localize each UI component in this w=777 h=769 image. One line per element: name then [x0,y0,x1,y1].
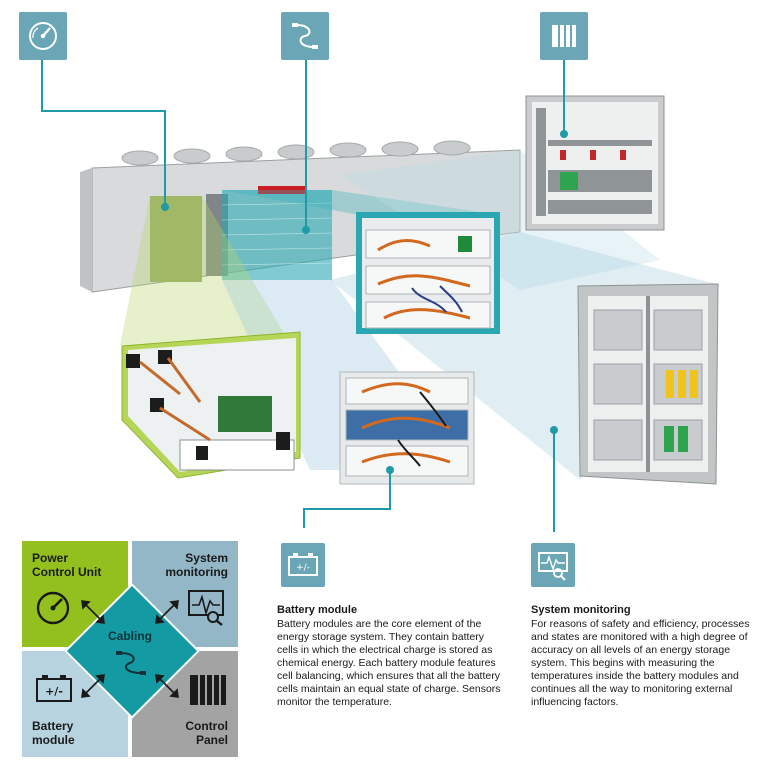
component-key: Power Control Unit System monitoring +/-… [22,541,238,757]
system-monitoring-title: System monitoring [531,604,631,616]
battery-leader-line [389,470,391,510]
monitor-waveform-icon [188,590,224,626]
battery-icon: +/- [36,675,72,702]
pcu-leader-line-h [41,110,165,112]
battery-leader-line-2 [303,508,305,528]
system-monitoring-description: System monitoring For reasons of safety … [531,604,757,709]
control-panel-inset [525,95,665,231]
battery-module-inset [339,371,475,485]
pcu-leader-line [41,60,43,112]
monitor-waveform-icon [531,543,575,587]
battery-leader-line-h [303,508,391,510]
pcu-leader-line-2 [164,110,166,206]
cabling-inset [356,212,500,334]
control-panel-icon [190,675,226,705]
key-label-power-control-unit: Power Control Unit [32,551,102,579]
key-battery-module: +/- Battery module [22,651,128,757]
key-power-control-unit: Power Control Unit [22,541,128,647]
svg-text:+/-: +/- [45,685,63,698]
power-control-unit-inset [121,331,301,479]
monitoring-leader-line [553,430,555,532]
system-monitoring-body: For reasons of safety and efficiency, pr… [531,618,750,708]
cable-icon [281,12,329,60]
key-label-control-panel: Control Panel [185,719,228,747]
cabling-leader-line [305,60,307,228]
gauge-icon [36,591,70,625]
control-panel-icon [540,12,588,60]
svg-text:+/-: +/- [296,563,310,573]
key-label-cabling: Cabling [108,629,152,643]
gauge-icon [19,12,67,60]
battery-module-title: Battery module [277,604,358,616]
key-label-battery-module: Battery module [32,719,75,747]
pcu-leader-dot [161,203,169,211]
energy-storage-illustration [80,95,720,485]
control-panel-leader-dot [560,130,568,138]
cable-icon [116,651,146,675]
key-label-system-monitoring: System monitoring [165,551,228,579]
control-panel-leader-line [563,60,565,132]
key-control-panel: Control Panel [132,651,238,757]
system-monitoring-inset [577,283,719,485]
battery-module-description: Battery module Battery modules are the c… [277,604,503,709]
cabling-leader-dot [302,226,310,234]
battery-icon: +/- [281,543,325,587]
battery-module-body: Battery modules are the core element of … [277,618,501,708]
